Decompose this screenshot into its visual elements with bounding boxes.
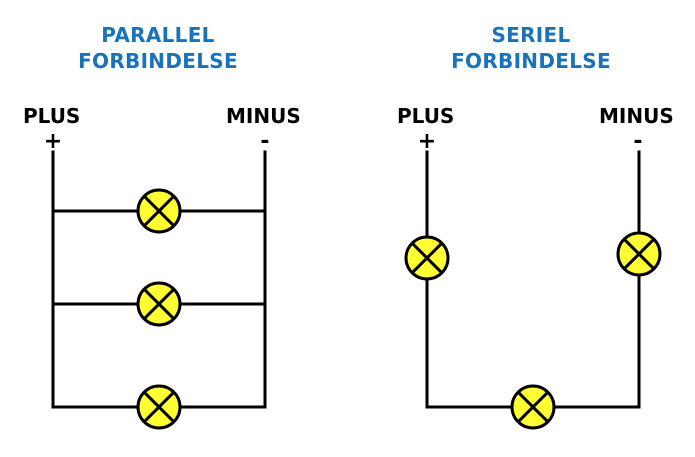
serial-plus-sign: + (417, 129, 437, 154)
parallel-title-line2: FORBINDELSE (78, 49, 238, 73)
parallel-minus-label: MINUS (226, 104, 301, 128)
parallel-minus-sign: - (260, 129, 270, 154)
serial-bulb-right-icon (616, 231, 662, 277)
serial-minus-label: MINUS (599, 104, 674, 128)
parallel-circuit (51, 150, 267, 430)
serial-plus-label: PLUS (397, 104, 455, 128)
parallel-bulb-3-icon (136, 384, 182, 430)
serial-bulb-left-icon (404, 235, 450, 281)
serial-bulb-bottom-icon (510, 384, 556, 430)
parallel-bulb-1-icon (136, 188, 182, 234)
parallel-plus-sign: + (43, 129, 63, 154)
serial-title-line1: SERIEL (491, 23, 571, 47)
parallel-bulb-2-icon (136, 281, 182, 327)
serial-title: SERIEL FORBINDELSE (401, 22, 661, 74)
serial-title-line2: FORBINDELSE (451, 49, 611, 73)
serial-circuit (404, 150, 662, 430)
parallel-title-line1: PARALLEL (101, 23, 215, 47)
serial-minus-sign: - (633, 129, 643, 154)
parallel-title: PARALLEL FORBINDELSE (28, 22, 288, 74)
parallel-plus-label: PLUS (23, 104, 81, 128)
